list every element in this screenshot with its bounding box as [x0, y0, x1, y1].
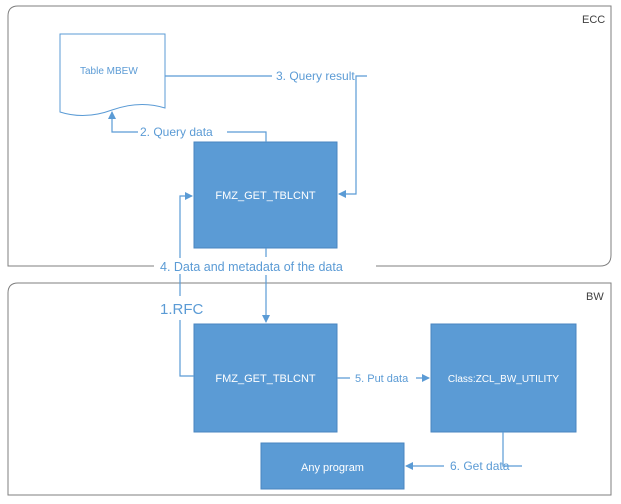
edge-put-data: 5. Put data	[337, 373, 429, 385]
edge-data-metadata-label: 4. Data and metadata of the data	[160, 260, 343, 274]
bw-zone-border	[7, 282, 612, 496]
ecc-zone-border	[7, 5, 612, 267]
class-utility-box	[430, 323, 577, 433]
ecc-zone-label: ECC	[582, 14, 605, 26]
fm-ecc-node: FMZ_GET_TBLCNT	[193, 141, 338, 249]
fm-bw-label: FMZ_GET_TBLCNT	[215, 373, 316, 385]
fm-bw-node: FMZ_GET_TBLCNT	[193, 323, 338, 433]
edge-data-metadata: 4. Data and metadata of the data	[154, 248, 376, 322]
edge-query-data: 2. Query data	[112, 112, 267, 142]
bw-zone: BW	[7, 282, 612, 496]
edge-get-data: 6. Get data	[406, 432, 522, 473]
edge-rfc-label: 1.RFC	[160, 301, 204, 318]
bw-zone-label: BW	[586, 291, 604, 303]
table-mbew-label: Table MBEW	[80, 66, 138, 77]
edge-get-data-line	[406, 432, 522, 466]
edge-get-data-label: 6. Get data	[450, 459, 510, 473]
table-mbew-node: Table MBEW	[59, 33, 166, 116]
edge-query-result-line	[165, 75, 367, 194]
any-program-label: Any program	[301, 462, 364, 474]
class-utility-node: Class:ZCL_BW_UTILITY	[430, 323, 577, 433]
edge-data-metadata-label-bg	[154, 258, 376, 274]
class-utility-label: Class:ZCL_BW_UTILITY	[448, 374, 559, 385]
edge-query-result: 3. Query result	[165, 69, 367, 194]
any-program-node: Any program	[260, 442, 405, 490]
edge-query-data-line	[112, 112, 267, 142]
edge-query-data-label: 2. Query data	[140, 125, 213, 139]
fm-bw-box	[193, 323, 338, 433]
fm-ecc-label: FMZ_GET_TBLCNT	[215, 190, 316, 202]
edge-put-data-label: 5. Put data	[355, 373, 409, 385]
ecc-zone: ECC	[7, 5, 612, 267]
edge-query-result-label: 3. Query result	[276, 69, 355, 83]
edge-rfc-line	[179, 196, 194, 377]
